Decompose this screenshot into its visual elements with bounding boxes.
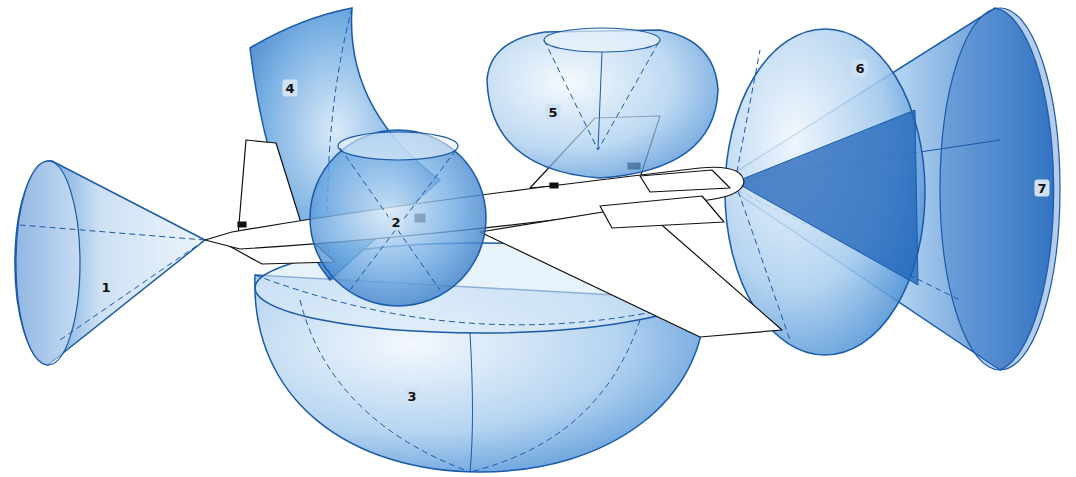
callout-number: 2 [388, 214, 403, 231]
callout-number: 1 [98, 279, 113, 296]
fire-zone-5 [487, 28, 718, 178]
callout-number: 6 [852, 60, 867, 77]
bomber-aircraft [205, 116, 782, 337]
fire-zone-1 [15, 161, 205, 365]
callout-number: 4 [282, 80, 297, 97]
callout-number: 3 [404, 388, 419, 405]
callout-number: 5 [545, 104, 560, 121]
fire-zone-7 [720, 8, 1060, 370]
callout-number: 7 [1034, 180, 1049, 197]
fire-zone-2 [310, 130, 486, 306]
